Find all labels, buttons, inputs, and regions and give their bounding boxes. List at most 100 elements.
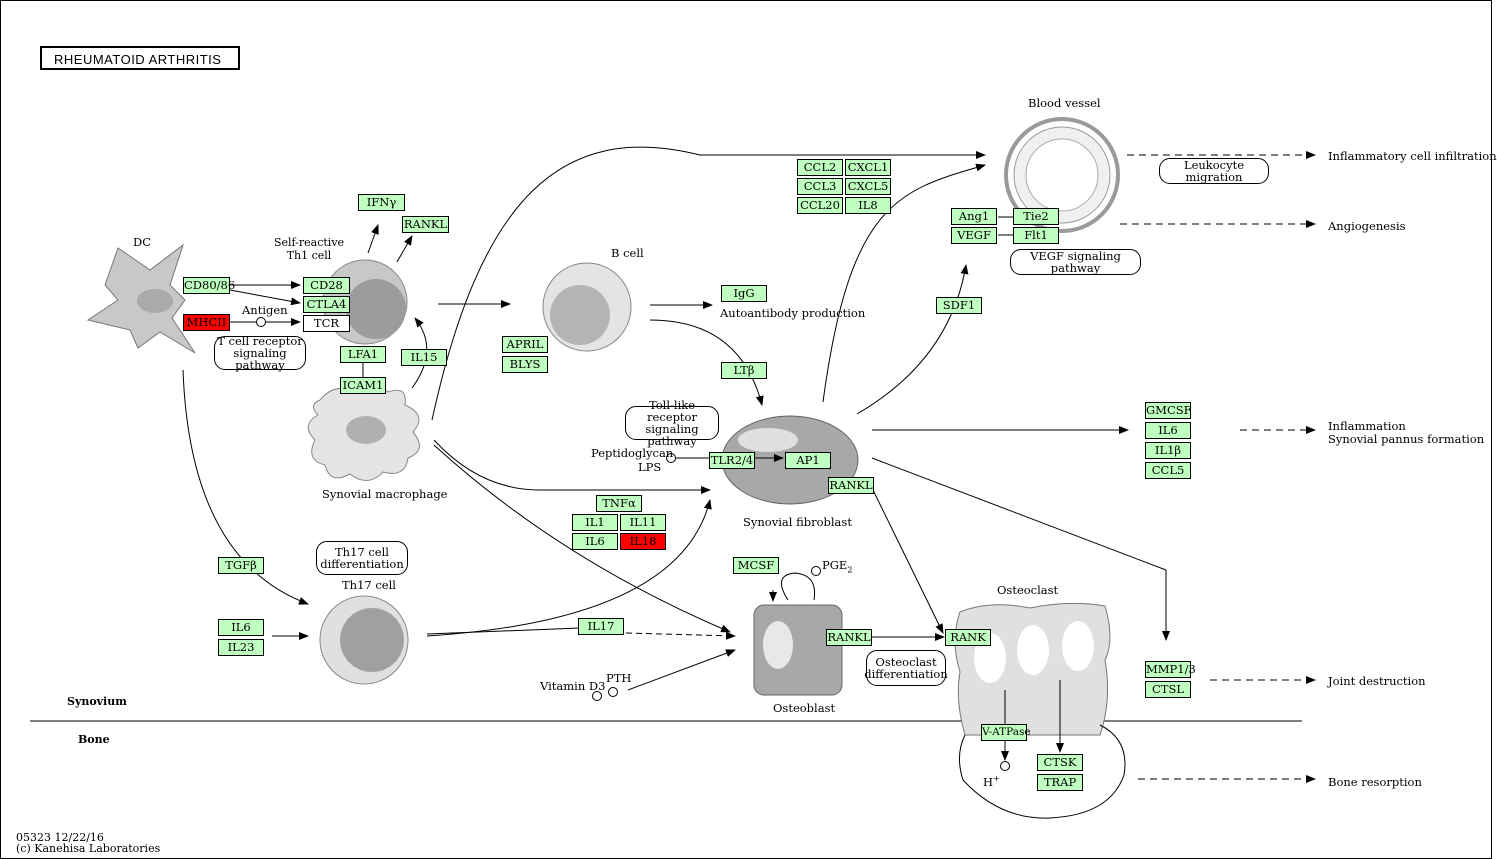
gene-trap[interactable]: TRAP	[1037, 774, 1083, 791]
gene-tcr[interactable]: TCR	[303, 315, 350, 332]
gene-ctsl[interactable]: CTSL	[1145, 681, 1191, 698]
gene-v-atpase[interactable]: V-ATPase	[981, 724, 1031, 741]
macrophage-nucleus	[346, 416, 386, 444]
hplus-label: H+	[983, 774, 1000, 789]
outcome-joint-destruction: Joint destruction	[1328, 674, 1426, 688]
peptidoglycan-compound	[666, 453, 676, 463]
osteoclast-label: Osteoclast	[997, 583, 1059, 597]
pth-label: PTH	[606, 671, 632, 685]
pth-compound	[608, 687, 618, 697]
antigen-label: Antigen	[242, 303, 288, 317]
gene-ccl5[interactable]: CCL5	[1145, 462, 1191, 479]
gene-blys[interactable]: BLYS	[502, 356, 548, 373]
gene-mcsf[interactable]: MCSF	[733, 557, 779, 574]
gene-igg[interactable]: IgG	[721, 285, 767, 302]
gene-april[interactable]: APRIL	[502, 336, 548, 353]
gene-tie2[interactable]: Tie2	[1013, 208, 1059, 225]
osteoclast-differentiation-link[interactable]: Osteoclast differentiation	[864, 650, 948, 686]
tlr-pathway-link[interactable]: Toll-like receptor signaling pathway	[625, 399, 719, 447]
pathway-title: RHEUMATOID ARTHRITIS	[40, 46, 240, 70]
outcome-infiltration: Inflammatory cell infiltration	[1328, 149, 1497, 163]
vegf-pathway-link[interactable]: VEGF signaling pathway	[1010, 249, 1141, 275]
gene-rankl-osteoblast[interactable]: RANKL	[826, 629, 872, 646]
th1-nucleus	[346, 279, 406, 339]
tcr-pathway-link[interactable]: T cell receptor signaling pathway	[214, 335, 306, 371]
osteoclast-nucleus-3	[1062, 621, 1094, 671]
fibroblast-label: Synovial fibroblast	[743, 515, 852, 529]
synovium-label: Synovium	[67, 695, 127, 708]
th17-nucleus	[340, 608, 404, 672]
gene-il6-fibroblast[interactable]: IL6	[1145, 422, 1191, 439]
gene-ifng[interactable]: IFNγ	[358, 194, 405, 211]
gene-mhcii[interactable]: MHCII	[183, 314, 230, 331]
peptidoglycan-label: Peptidoglycan	[591, 446, 674, 460]
fibroblast-nucleus	[738, 428, 798, 452]
th17-label: Th17 cell	[342, 578, 396, 592]
gene-ap1[interactable]: AP1	[785, 452, 831, 469]
gene-ctsk[interactable]: CTSK	[1037, 754, 1083, 771]
dc-label: DC	[133, 235, 152, 249]
gene-il6-macrophage[interactable]: IL6	[572, 533, 618, 550]
gene-cd28[interactable]: CD28	[303, 277, 350, 294]
gene-ctla4[interactable]: CTLA4	[303, 296, 350, 313]
osteoclast-nucleus-2	[1017, 625, 1049, 675]
gene-cxcl5[interactable]: CXCL5	[845, 178, 891, 195]
gene-gmcsf[interactable]: GMCSF	[1145, 402, 1192, 419]
gene-ccl20[interactable]: CCL20	[797, 197, 843, 214]
gene-flt1[interactable]: Flt1	[1013, 227, 1059, 244]
gene-il1b[interactable]: IL1β	[1145, 442, 1191, 459]
gene-rankl-fibroblast[interactable]: RANKL	[828, 477, 874, 494]
gene-il17[interactable]: IL17	[578, 618, 624, 635]
leukocyte-migration-link[interactable]: Leukocyte migration	[1159, 158, 1269, 184]
outcome-inflammation: Inflammation Synovial pannus formation	[1328, 419, 1485, 446]
outcome-bone-resorption: Bone resorption	[1328, 775, 1422, 789]
gene-rankl-th1[interactable]: RANKL	[402, 216, 449, 233]
gene-cd80-86[interactable]: CD80/86	[183, 277, 236, 294]
gene-ltb[interactable]: LTβ	[721, 362, 767, 379]
gene-vegf[interactable]: VEGF	[951, 227, 997, 244]
pge2-label: PGE2	[822, 558, 853, 575]
th17-differentiation-link[interactable]: Th17 cell differentiation	[316, 541, 408, 575]
blood-vessel-label: Blood vessel	[1028, 96, 1101, 110]
osteoblast-label: Osteoblast	[773, 701, 836, 715]
gene-icam1[interactable]: ICAM1	[340, 377, 386, 394]
outcome-angiogenesis: Angiogenesis	[1328, 219, 1406, 233]
gene-ccl2[interactable]: CCL2	[797, 159, 843, 176]
gene-il8[interactable]: IL8	[845, 197, 891, 214]
autoantibody-label: Autoantibody production	[720, 306, 866, 320]
blood-vessel-inner	[1025, 138, 1099, 212]
dc-nucleus	[137, 289, 173, 313]
gene-tgfb[interactable]: TGFβ	[218, 557, 264, 574]
gene-ccl3[interactable]: CCL3	[797, 178, 843, 195]
vitamin-d3-compound	[592, 691, 602, 701]
footer-id-date: 05323 12/22/16	[16, 831, 104, 844]
gene-il11[interactable]: IL11	[620, 514, 666, 531]
gene-il15[interactable]: IL15	[401, 349, 447, 366]
gene-sdf1[interactable]: SDF1	[936, 297, 982, 314]
th1-label: Self-reactive Th1 cell	[273, 236, 345, 262]
gene-cxcl1[interactable]: CXCL1	[845, 159, 891, 176]
compounds	[256, 317, 1010, 771]
gene-ang1[interactable]: Ang1	[951, 208, 997, 225]
gene-tnfa[interactable]: TNFα	[596, 495, 642, 512]
gene-tlr2-4[interactable]: TLR2/4	[709, 452, 755, 469]
lps-label: LPS	[638, 460, 662, 474]
bcell-label: B cell	[611, 246, 644, 260]
gene-il1[interactable]: IL1	[572, 514, 618, 531]
antigen-compound	[256, 317, 266, 327]
gene-il23[interactable]: IL23	[218, 639, 264, 656]
gene-mmp1-3[interactable]: MMP1/3	[1145, 661, 1196, 678]
arrows	[182, 146, 1316, 783]
vitamin-d3-label: Vitamin D3	[540, 679, 606, 693]
gene-rank[interactable]: RANK	[945, 629, 991, 646]
gene-il6-th17[interactable]: IL6	[218, 619, 264, 636]
b-cell-nucleus	[550, 285, 610, 345]
blood-vessel	[1004, 117, 1120, 233]
gene-lfa1[interactable]: LFA1	[340, 346, 386, 363]
resorption-lacuna	[959, 724, 1126, 819]
pge2-compound	[811, 566, 821, 576]
gene-il18[interactable]: IL18	[620, 533, 666, 550]
osteoblast-nucleus	[763, 621, 793, 669]
